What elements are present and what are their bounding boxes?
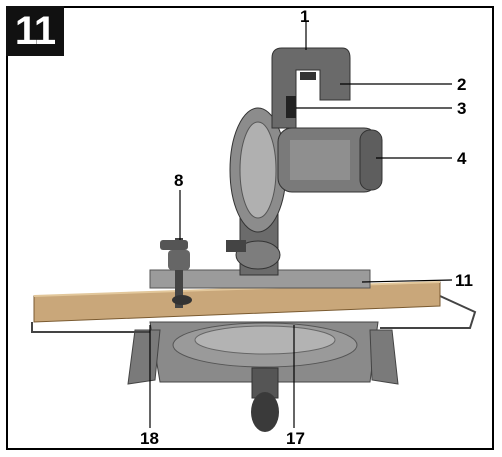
saw-base [127, 321, 399, 385]
callout-4: 4 [457, 149, 467, 168]
callout-1: 1 [300, 7, 310, 26]
workpiece-clamp [160, 238, 192, 308]
blade-guard [229, 107, 287, 233]
callout-leader-lines [149, 22, 453, 428]
on-off-switch [300, 72, 316, 80]
figure-number-badge: 11 [6, 6, 64, 56]
callout-17: 17 [286, 429, 305, 448]
callout-18: 18 [140, 429, 159, 448]
callout-2: 2 [457, 75, 467, 94]
saw-handle [271, 47, 351, 129]
callout-3: 3 [457, 99, 467, 118]
extension-rails [31, 295, 477, 333]
callout-11: 11 [455, 271, 473, 290]
callout-8: 8 [174, 171, 184, 190]
release-lever [286, 96, 296, 118]
motor-housing [277, 127, 383, 193]
front-lock-handle [251, 367, 279, 432]
